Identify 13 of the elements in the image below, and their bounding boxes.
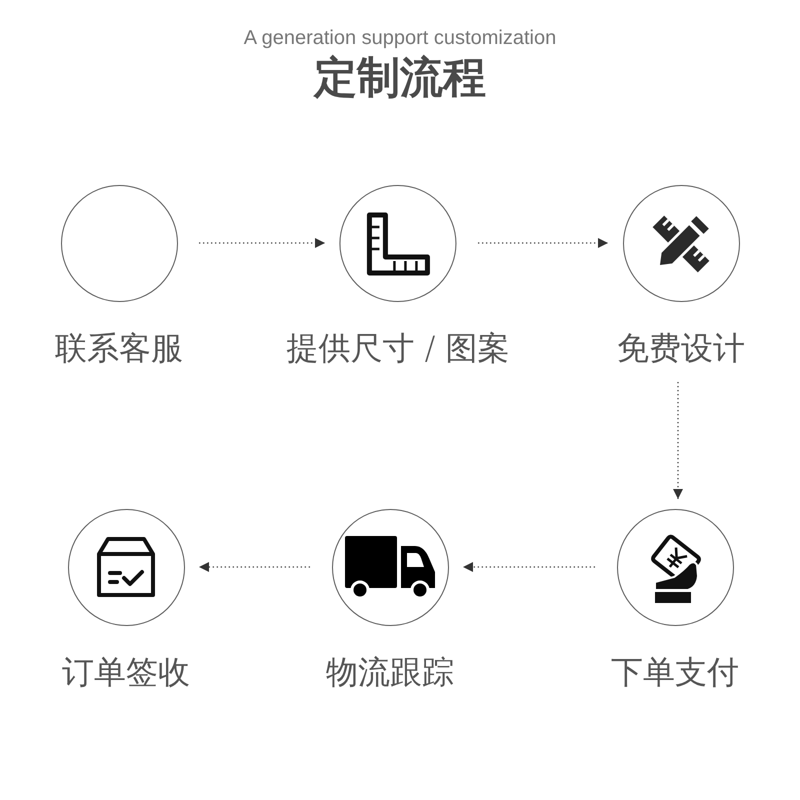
- step-label: 下单支付: [611, 652, 739, 692]
- dotted-arrow: [463, 562, 595, 572]
- dotted-arrow: [478, 238, 608, 248]
- step-label: 提供尺寸 / 图案: [286, 328, 510, 368]
- step-label: 免费设计: [617, 328, 745, 368]
- step-label: 订单签收: [62, 652, 190, 692]
- step-label: 联系客服: [55, 328, 183, 368]
- dotted-arrow: [199, 238, 325, 248]
- dotted-arrow: [199, 562, 310, 572]
- dotted-arrow: [673, 382, 683, 499]
- step-label: 物流跟踪: [326, 652, 454, 692]
- title: 定制流程: [314, 53, 486, 103]
- subtitle: A generation support customization: [244, 27, 556, 49]
